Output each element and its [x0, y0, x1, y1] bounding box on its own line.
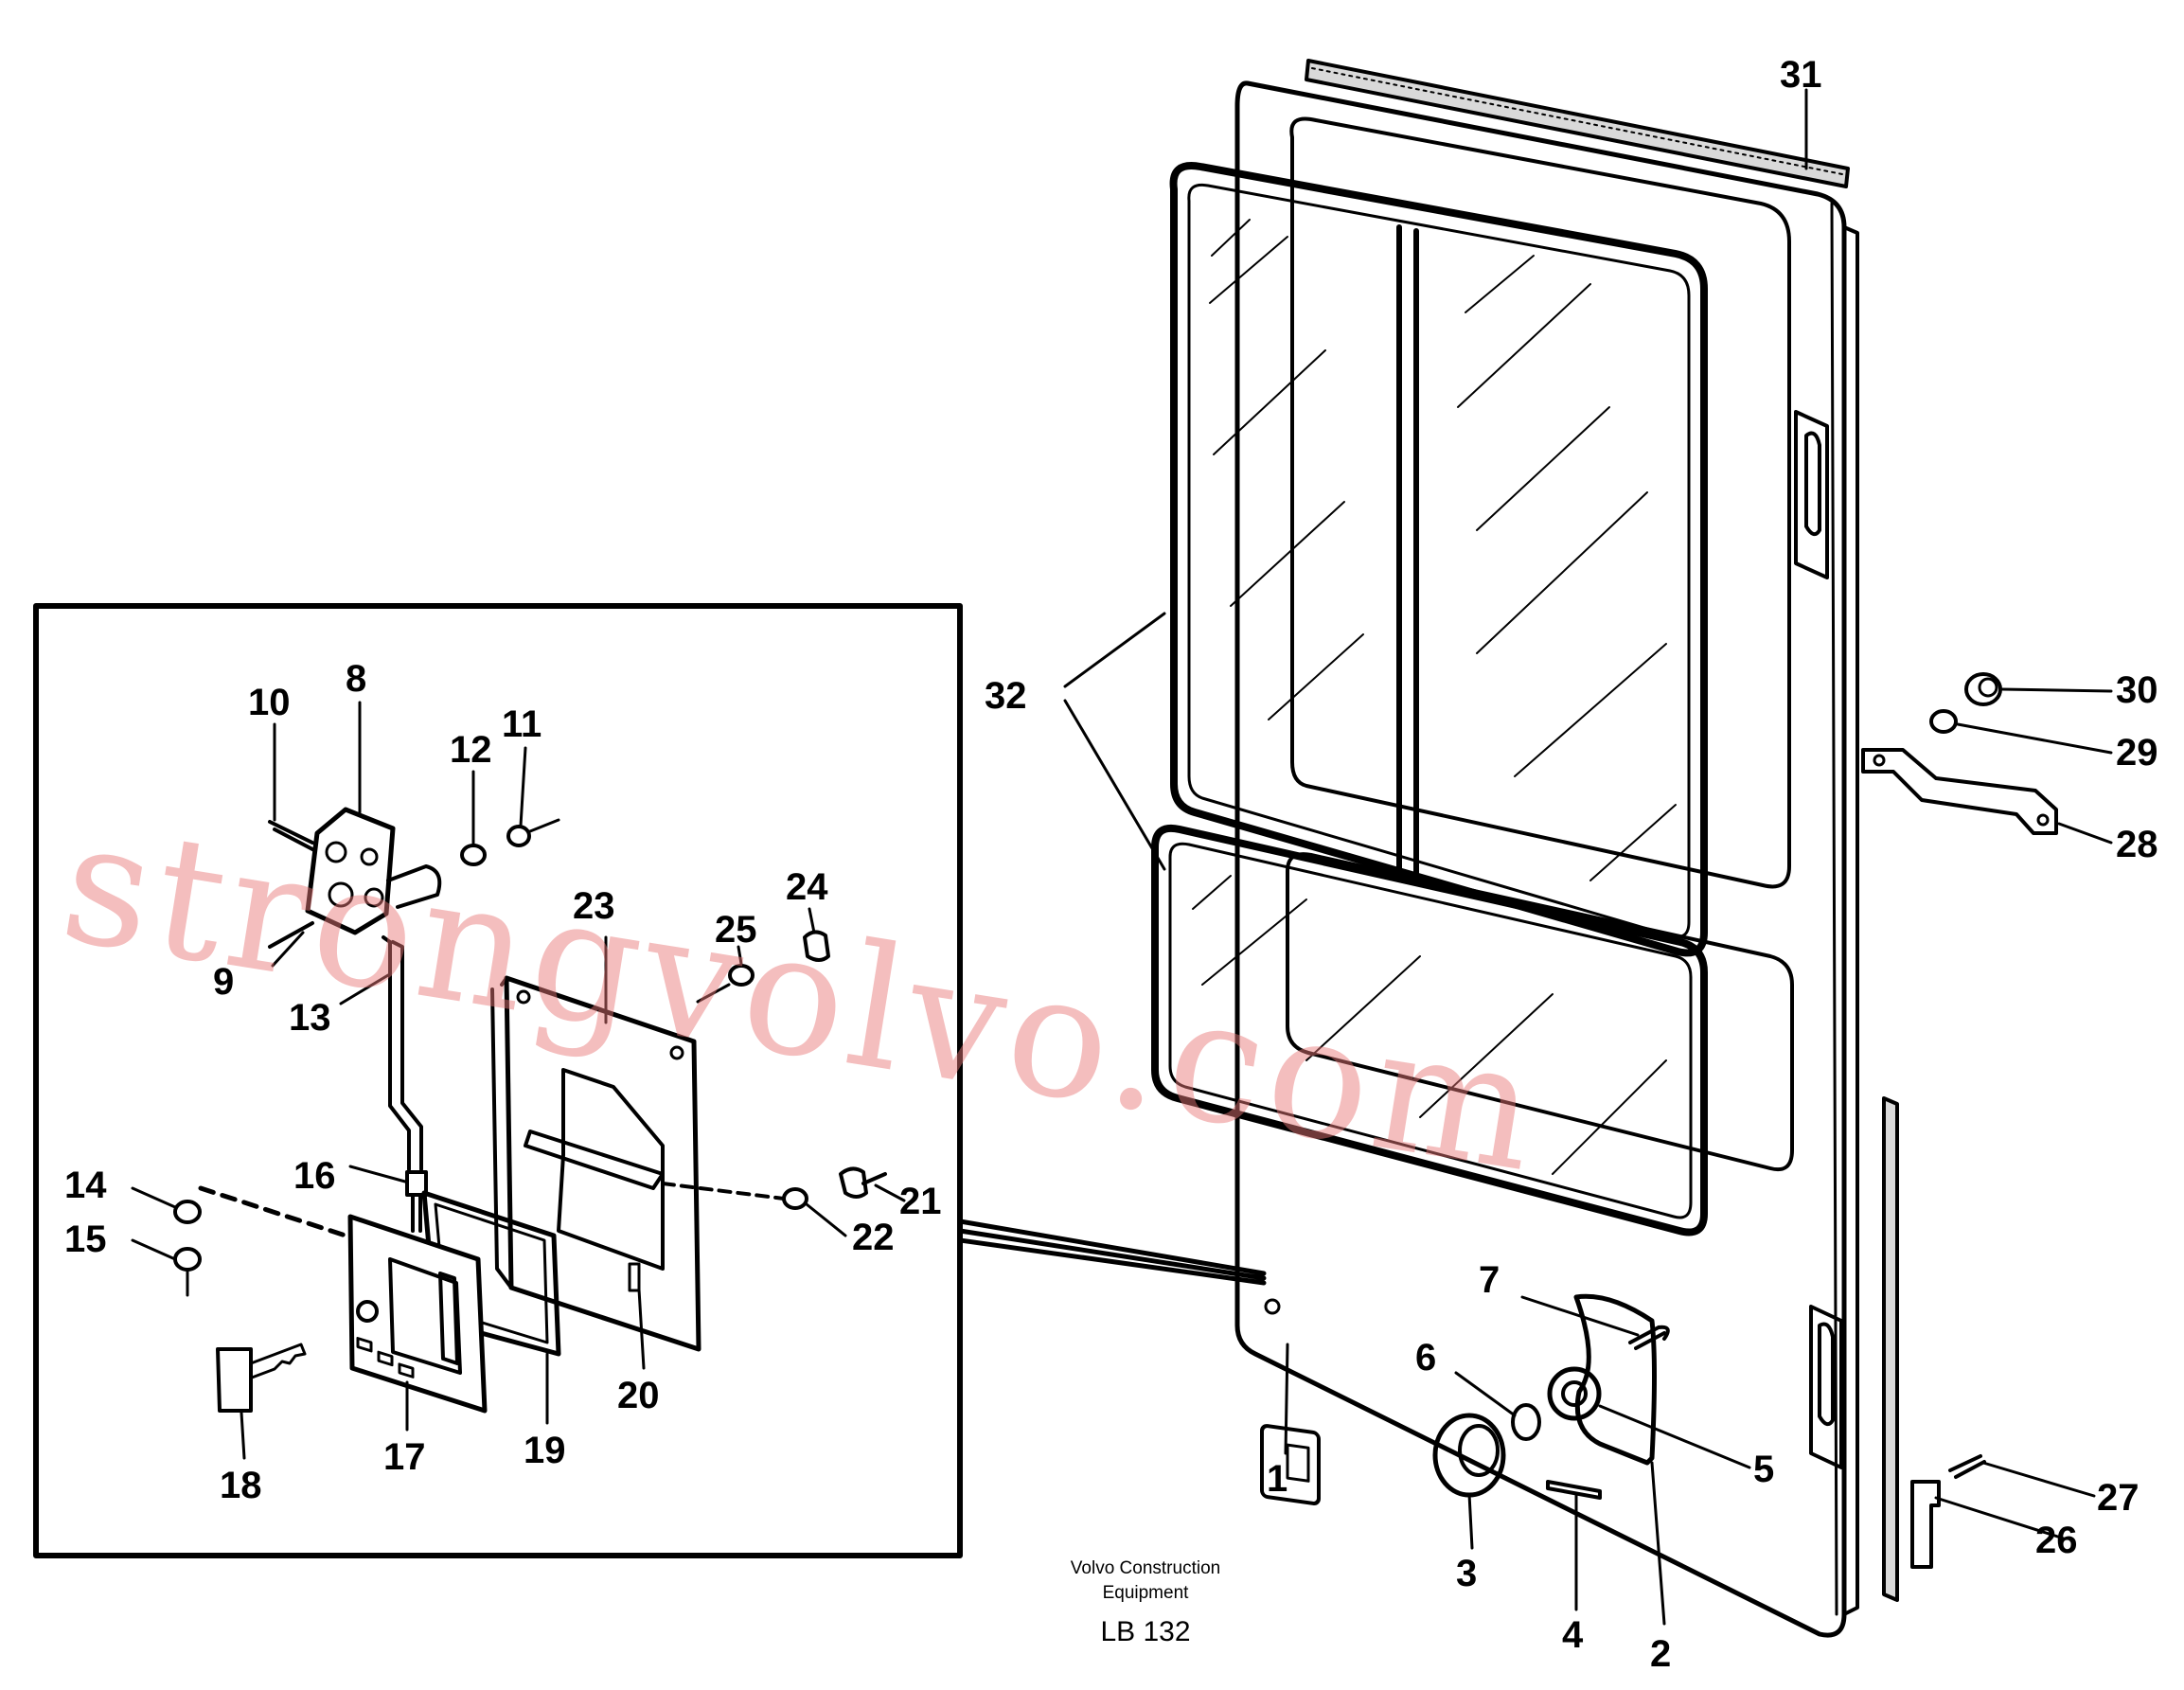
- screw-10: [268, 820, 316, 852]
- callout-14: 14: [64, 1165, 107, 1206]
- callout-labels: 31 32 30 29 28 27 26 1 2 3 4 5 6 7 8 9 1…: [64, 54, 2158, 1675]
- screw-27: [1948, 1454, 1986, 1479]
- callout-12: 12: [450, 729, 492, 771]
- publisher-line-1: Volvo Construction: [1071, 1558, 1220, 1578]
- callout-28: 28: [2116, 824, 2158, 865]
- door-panel: [1234, 80, 1847, 1638]
- nut-15: [173, 1247, 202, 1272]
- detail-leader: [957, 1219, 1267, 1286]
- callout-10: 10: [248, 682, 291, 723]
- lock-detail-box: [33, 603, 1267, 1558]
- callout-21: 21: [899, 1181, 942, 1222]
- window-divider: [1396, 224, 1419, 880]
- nut-24: [803, 930, 830, 962]
- callout-29: 29: [2116, 732, 2158, 774]
- callout-15: 15: [64, 1219, 107, 1260]
- callout-13: 13: [289, 997, 331, 1039]
- bracket-28: [1861, 748, 2058, 835]
- callout-9: 9: [213, 961, 234, 1003]
- callout-7: 7: [1479, 1259, 1500, 1301]
- side-seal-strip: [1882, 1096, 1899, 1602]
- detail-frame: [33, 603, 963, 1558]
- callout-26: 26: [2035, 1520, 2078, 1561]
- pin-4: [1546, 1480, 1602, 1500]
- washer-25: [728, 964, 755, 987]
- lock-mechanism-8: [305, 807, 396, 935]
- gasket-2: [1573, 1293, 1657, 1466]
- key-18: [216, 1347, 253, 1413]
- callout-4: 4: [1562, 1614, 1584, 1656]
- washer-6: [1511, 1403, 1541, 1441]
- door-thickness-edge: [1842, 225, 1859, 1616]
- callout-27: 27: [2097, 1477, 2140, 1519]
- upper-hinge: [1794, 410, 1829, 579]
- callout-11: 11: [502, 703, 542, 745]
- sliding-window-seal: [1169, 162, 1708, 957]
- callout-22: 22: [852, 1217, 895, 1258]
- callout-20: 20: [617, 1375, 660, 1416]
- fixed-window-seal: [1151, 824, 1708, 1236]
- screw-7: [1628, 1325, 1670, 1350]
- figure-code: LB 132: [1100, 1616, 1190, 1647]
- callout-31: 31: [1780, 54, 1822, 96]
- lower-hinge: [1809, 1305, 1843, 1469]
- screw-21: [839, 1166, 887, 1199]
- callout-32: 32: [985, 675, 1027, 717]
- washer-22: [782, 1187, 808, 1210]
- rod-13: [382, 935, 423, 1171]
- callout-5: 5: [1753, 1449, 1774, 1490]
- knob-30: [1964, 672, 2002, 706]
- publisher-line-2: Equipment: [1103, 1583, 1190, 1603]
- callout-19: 19: [524, 1430, 566, 1471]
- callout-18: 18: [220, 1465, 262, 1506]
- seal-ring-5: [1547, 1366, 1602, 1421]
- door-lock-plate: [1260, 1424, 1321, 1506]
- washer-29: [1929, 709, 1958, 734]
- handle-plate-17: [347, 1214, 488, 1414]
- window-opening: [1289, 116, 1791, 889]
- callout-3: 3: [1456, 1553, 1477, 1594]
- callout-25: 25: [715, 909, 757, 951]
- callout-8: 8: [346, 658, 366, 700]
- washer-14: [173, 1200, 202, 1224]
- nut-11: [506, 825, 531, 847]
- callout-16: 16: [293, 1155, 336, 1197]
- callout-17: 17: [383, 1436, 426, 1478]
- callout-1: 1: [1267, 1458, 1287, 1500]
- callout-30: 30: [2116, 669, 2158, 711]
- top-seal-strip: [1305, 59, 1850, 188]
- callout-24: 24: [786, 866, 828, 908]
- door-assembly: [1151, 59, 2058, 1638]
- stop-block-26: [1910, 1480, 1941, 1569]
- leader-lines: [131, 88, 2113, 1626]
- screw-9: [268, 921, 314, 949]
- callout-6: 6: [1415, 1337, 1436, 1379]
- callout-23: 23: [573, 885, 615, 927]
- figure-caption: Volvo Construction Equipment LB 132: [1071, 1558, 1220, 1647]
- lower-glass-glare-lines: [1192, 875, 1667, 1175]
- glass-glare-lines: [1209, 219, 1677, 881]
- callout-2: 2: [1650, 1633, 1671, 1675]
